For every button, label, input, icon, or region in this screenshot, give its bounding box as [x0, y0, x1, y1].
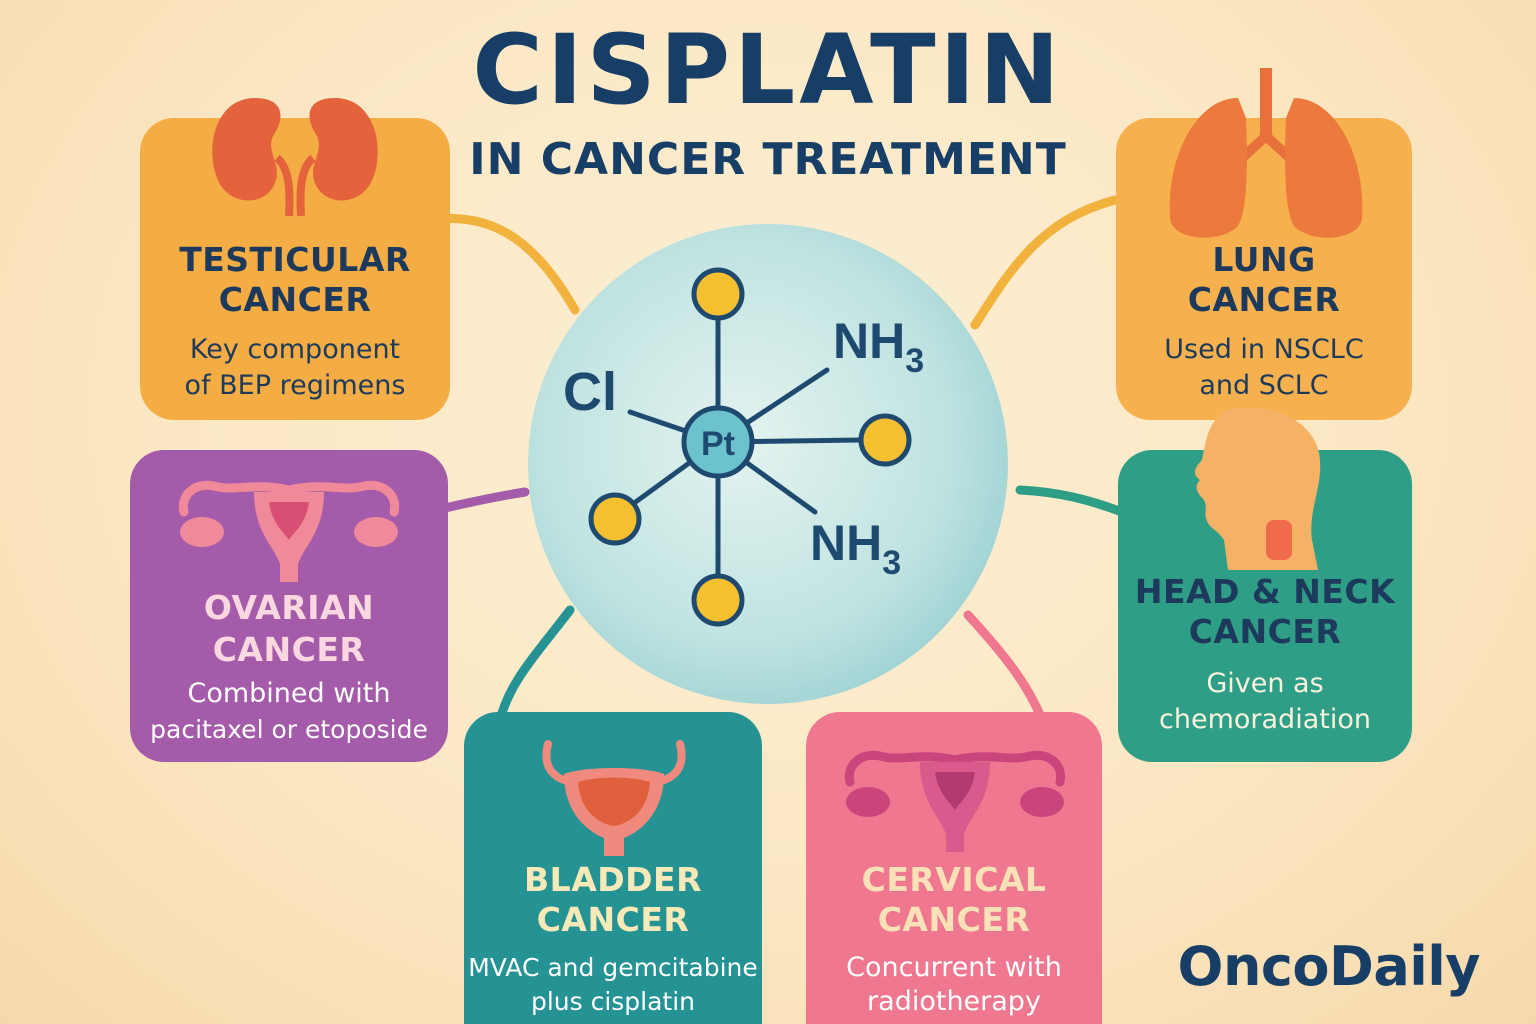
page-title: CISPLATIN: [472, 14, 1064, 126]
uterus-icon: [178, 480, 400, 582]
nh3-bottom-label: NH3: [810, 515, 901, 582]
card-desc-line-1: MVAC and gemcitabine: [468, 953, 758, 982]
card-title-line-2: CANCER: [218, 280, 372, 319]
card-head-neck: HEAD & NECK CANCER Given as chemoradiati…: [1118, 407, 1412, 762]
connector-head-neck: [1015, 485, 1127, 517]
connector-bladder: [495, 605, 575, 725]
card-desc-line-1: Given as: [1206, 668, 1324, 699]
connector-cervical: [963, 610, 1045, 720]
card-cervical: CERVICAL CANCER Concurrent with radiothe…: [806, 712, 1102, 1024]
cisplatin-molecule: Pt Cl NH3 NH3: [528, 224, 1008, 704]
card-bladder: BLADDER CANCER MVAC and gemcitabine plus…: [464, 712, 762, 1024]
card-title-line-2: CANCER: [1187, 280, 1341, 319]
nh3-top-label: NH3: [833, 313, 924, 380]
card-lung: LUNG CANCER Used in NSCLC and SCLC: [1116, 68, 1412, 420]
bladder-icon: [542, 740, 686, 856]
card-desc-line-1: Key component: [189, 334, 401, 365]
card-title-line-1: TESTICULAR: [179, 240, 411, 279]
brand-logo-text: OncoDaily: [1177, 935, 1481, 998]
atom-pt: [681, 405, 755, 479]
card-desc-line-1: Concurrent with: [846, 952, 1062, 983]
card-title-line-1: OVARIAN: [203, 588, 375, 627]
connector-ovarian: [440, 487, 530, 513]
connector-lung: [970, 195, 1120, 330]
card-desc-line-2: pacitaxel or etoposide: [150, 715, 428, 744]
lungs-icon: [1169, 68, 1363, 238]
kidneys-icon: [212, 98, 378, 217]
card-title-line-2: CANCER: [1188, 612, 1342, 651]
card-desc-line-1: Used in NSCLC: [1164, 334, 1364, 365]
card-desc-line-2: radiotherapy: [867, 986, 1041, 1017]
card-title-line-2: CANCER: [877, 900, 1031, 939]
molecule-bubble: [528, 224, 1008, 704]
card-ovarian: OVARIAN CANCER Combined with pacitaxel o…: [130, 450, 448, 762]
card-title-line-2: CANCER: [212, 630, 366, 669]
card-title-line-1: HEAD & NECK: [1134, 572, 1396, 611]
card-desc-line-1: Combined with: [187, 678, 391, 709]
head-profile-icon: [1195, 407, 1321, 570]
card-title-line-1: BLADDER: [524, 860, 702, 899]
atom-bottom: [691, 573, 745, 627]
card-testicular: TESTICULAR CANCER Key component of BEP r…: [140, 98, 450, 420]
card-title-line-2: CANCER: [536, 900, 690, 939]
page-subtitle: IN CANCER TREATMENT: [469, 134, 1067, 185]
card-title-line-1: CERVICAL: [861, 860, 1047, 899]
atom-top: [691, 267, 745, 321]
atom-bottom-left: [588, 492, 642, 546]
atom-right: [858, 413, 912, 467]
connector-testicular: [425, 214, 580, 315]
card-desc-line-2: plus cisplatin: [530, 987, 696, 1016]
cl-label: Cl: [563, 362, 617, 422]
card-desc-line-2: chemoradiation: [1159, 704, 1371, 735]
card-desc-line-2: of BEP regimens: [184, 370, 406, 401]
card-title-line-1: LUNG: [1212, 240, 1316, 279]
uterus-icon: [844, 750, 1066, 852]
pt-label: Pt: [701, 425, 735, 463]
card-desc-line-2: and SCLC: [1199, 370, 1329, 401]
